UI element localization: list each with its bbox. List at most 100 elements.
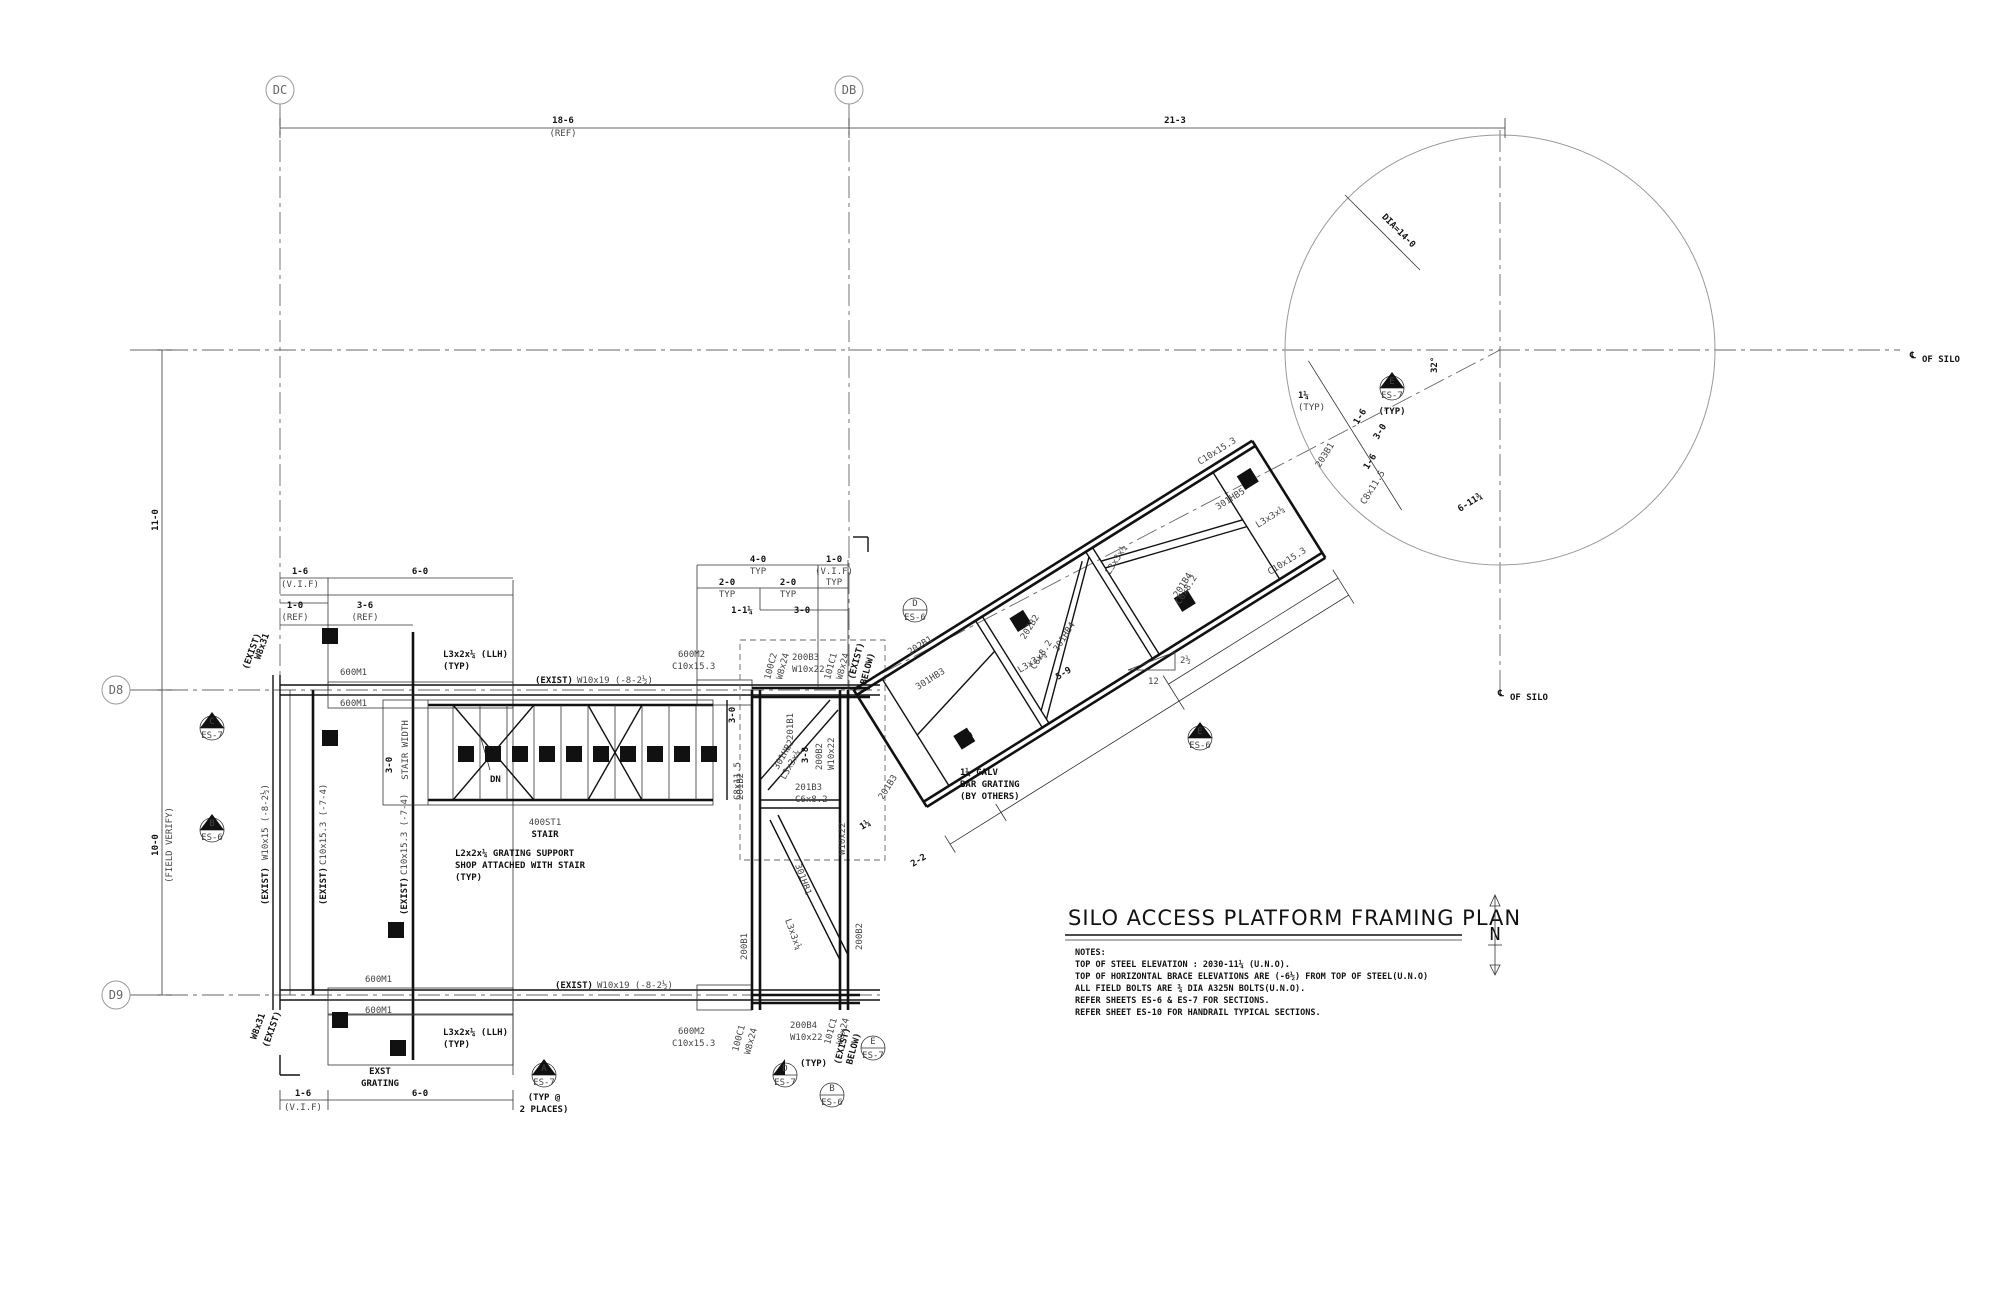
label-l3x2-top-typ: (TYP): [443, 662, 470, 672]
svg-text:ES-6: ES-6: [904, 613, 926, 623]
svg-text:DB: DB: [842, 83, 856, 97]
section-mark-d-es6: D ES-6: [902, 597, 928, 623]
section-mark-d-es7: D ES-7: [772, 1059, 798, 1088]
dim-bot-vif: (V.I.F): [284, 1103, 322, 1113]
note-4: REFER SHEETS ES-6 & ES-7 FOR SECTIONS.: [1075, 996, 1269, 1006]
label-200b4: 200B4: [790, 1021, 817, 1031]
label-exst-grating-1: EXST: [369, 1067, 391, 1077]
svg-text:E: E: [870, 1037, 875, 1047]
dim-3-0: 3-0: [794, 606, 810, 616]
label-200b3: 200B3: [792, 653, 819, 663]
cl-mark-1: ℄: [1909, 350, 1916, 361]
north-label: N: [1490, 924, 1501, 945]
section-mark-e-es7-bot: E ES-7: [860, 1035, 886, 1061]
dim-typ4: TYP: [780, 590, 797, 600]
silo-centerline-label-1: OF SILO: [1922, 355, 1961, 365]
grid-lines: [130, 104, 1900, 1000]
label-exist-c10-b: (EXIST): [400, 877, 410, 915]
svg-text:DC: DC: [273, 83, 287, 97]
label-typ-2-places-1: (TYP @: [528, 1093, 561, 1103]
grid-bubble-d9: D9: [101, 980, 131, 1010]
dim-4-0: 4-0: [750, 555, 766, 565]
label-l2-note-1: L2x2x¼ GRATING SUPPORT: [455, 849, 575, 859]
grid-bubble-dc: DC: [265, 75, 295, 105]
label-600m1-b: 600M1: [340, 699, 367, 709]
label-c10-a: C10x15.3 (-7-4): [319, 784, 329, 865]
label-201b3: 201B3: [795, 783, 822, 793]
dim-21-3: 21-3: [1164, 116, 1186, 126]
label-c6x8-b: C6x8.2: [1029, 639, 1055, 672]
dim-1-6r2: 1-6: [1362, 452, 1379, 471]
label-400st1: 400ST1: [529, 818, 562, 828]
dim-bot-6-0: 6-0: [412, 1089, 428, 1099]
stair-tread-marks: [458, 746, 717, 762]
dim-1-0: 1-0: [287, 601, 303, 611]
dim-ref-2: (REF): [281, 613, 308, 623]
label-301hb5: 301HB5: [1214, 487, 1247, 513]
dim-1-0b: 1-0: [826, 555, 842, 565]
label-201b3b: 201B3: [877, 773, 900, 801]
notes-heading: NOTES:: [1075, 948, 1106, 958]
plan-title: SILO ACCESS PLATFORM FRAMING PLAN: [1068, 906, 1521, 930]
label-600m2-top: 600M2: [678, 650, 705, 660]
dim-1-4: 1¼: [1298, 391, 1309, 401]
section-mark-b-es6-bot: B ES-6: [819, 1082, 845, 1108]
label-c6x8-a: C6x8.2: [795, 795, 828, 805]
svg-text:ES-6: ES-6: [821, 1098, 843, 1108]
svg-text:E: E: [1389, 377, 1394, 387]
label-w10x22-top: W10x22: [792, 665, 825, 675]
north-arrow-icon: [1488, 894, 1502, 976]
dims-bottom-left: [279, 1090, 514, 1110]
dim-2-0b: 2-0: [780, 578, 796, 588]
label-typ-2-places-2: 2 PLACES): [520, 1105, 569, 1115]
note-1: TOP OF STEEL ELEVATION : 2030-11¼ (U.N.O…: [1075, 960, 1290, 970]
label-l2-note-2: SHOP ATTACHED WITH STAIR: [455, 861, 586, 871]
note-3: ALL FIELD BOLTS ARE ¾ DIA A325N BOLTS(U.…: [1075, 984, 1305, 994]
section-mark-e-es7-top: E ES-7: [1379, 372, 1405, 401]
notes-block: NOTES: TOP OF STEEL ELEVATION : 2030-11¼…: [1075, 948, 1428, 1018]
dim-3-8: 3-8: [801, 747, 811, 763]
dim-10-0: 10-0: [151, 834, 161, 856]
dim-ref-3: (REF): [351, 613, 378, 623]
label-200b2-v2: 200B2: [855, 923, 865, 950]
svg-text:ES-7: ES-7: [533, 1078, 555, 1088]
label-201b2: 201B2: [736, 773, 746, 800]
label-c10-b: C10x15.3 (-7-4): [400, 794, 410, 875]
label-dn: DN: [490, 775, 501, 785]
label-l3x2-bot-typ: (TYP): [443, 1040, 470, 1050]
label-stair-width-dim: 3-0: [385, 757, 395, 773]
dim-1-4-typ: (TYP): [1298, 403, 1325, 413]
dim-2-2: 2-2: [909, 852, 928, 869]
slope-b: 12: [1148, 677, 1159, 687]
label-203b1: 203B1: [1314, 441, 1337, 469]
label-w10-bot: W10x19 (-8-2½): [597, 980, 673, 991]
dim-typ3: TYP: [719, 590, 736, 600]
label-l3x2-bot: L3x2x¼ (LLH): [443, 1028, 508, 1038]
label-typ-d: (TYP): [800, 1059, 827, 1069]
section-mark-a-es7: A ES-7: [531, 1059, 557, 1088]
label-grating-2: BAR GRATING: [960, 780, 1020, 790]
dim-2-0a: 2-0: [719, 578, 735, 588]
svg-text:B: B: [829, 1084, 834, 1094]
label-w10-bot-exist: (EXIST): [555, 981, 593, 991]
grid-bubble-db: DB: [834, 75, 864, 105]
label-stair-width: STAIR WIDTH: [401, 720, 411, 780]
label-w10x22-v2: W10x22: [838, 822, 848, 855]
label-w10-top: W10x19 (-8-2½): [577, 675, 653, 686]
dim-11-0: 11-0: [151, 509, 161, 531]
left-dimension-line: [152, 349, 172, 996]
svg-text:C: C: [209, 717, 214, 727]
dim-3-0r: 3-0: [1372, 422, 1389, 441]
label-600m1-a: 600M1: [340, 668, 367, 678]
label-c8x11b: C8x11.5: [1359, 469, 1388, 506]
label-200b1: 200B1: [740, 933, 750, 960]
slope-symbol: [1127, 651, 1176, 671]
label-c10-top: C10x15.3: [672, 662, 715, 672]
dim-1-1-4: 1-1¼: [731, 606, 753, 616]
dim-3-6: 3-6: [357, 601, 373, 611]
label-c10-bot: C10x15.3: [672, 1039, 715, 1049]
label-w10-left: W10x15 (-8-2½): [260, 784, 271, 860]
slope-a: 2½: [1180, 655, 1191, 666]
label-c8x11: C8x11.5: [733, 762, 743, 800]
